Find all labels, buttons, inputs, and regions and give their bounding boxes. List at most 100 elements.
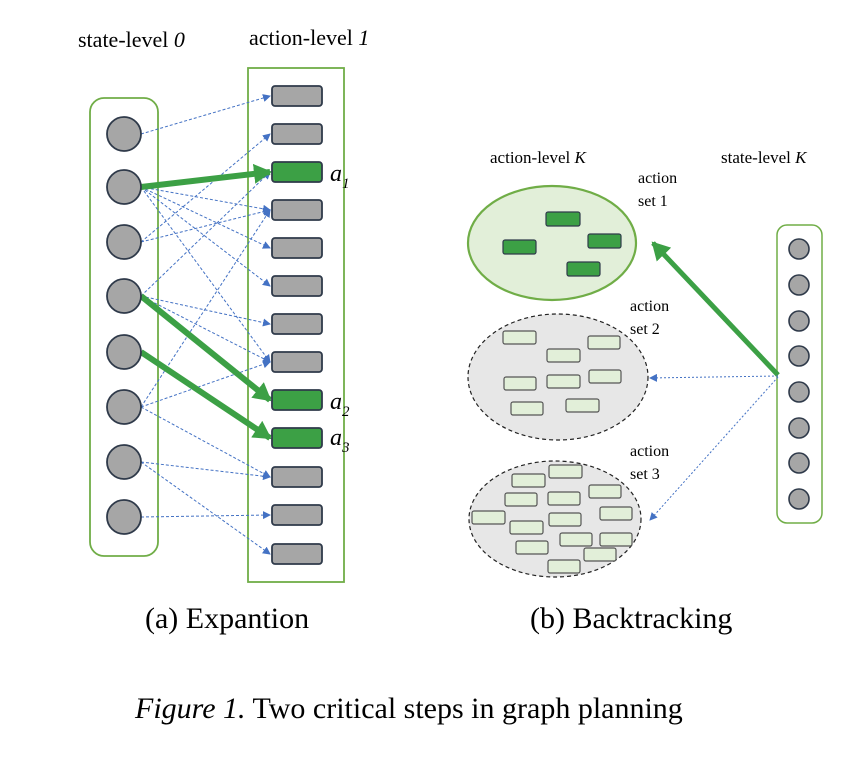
action-level-1-container [247,67,345,583]
candidate-edge [140,186,271,287]
panel-b-caption: (b) Backtracking [530,602,732,635]
backtrack-arrow-to-set-1 [651,241,780,377]
candidate-edge [140,461,271,555]
panel-b-state-level-label: state-level K [721,148,808,167]
state-node [788,488,810,510]
panel-a-expansion: state-level 0 action-level 1 a1 a2 a3 (a… [78,25,369,635]
candidate-edge [140,186,271,363]
action-node [502,330,537,345]
candidate-edge [140,295,271,363]
state-node [106,169,142,205]
state-node [106,444,142,480]
action-node [588,369,622,384]
action-node [588,484,622,499]
selected-action-node [271,161,323,183]
panel-b-action-level-label: action-level K [490,148,588,167]
action-node [271,313,323,335]
state-node [106,278,142,314]
action-node [548,464,583,479]
action-node [509,520,544,535]
selected-edge [139,293,272,403]
state-node [788,417,810,439]
candidate-edge [140,461,271,481]
state-node [106,499,142,535]
state-node [788,274,810,296]
action-node [565,398,600,413]
action-node [271,85,323,107]
action-node [599,532,633,547]
candidate-edge [140,209,271,408]
action-node [583,547,617,562]
selected-action-node [271,389,323,411]
backtrack-arrow-to-set-2 [649,373,779,382]
panel-a-action-level-label: action-level 1 [249,25,369,50]
action-node [546,374,581,389]
candidate-edge [140,207,271,243]
action-node [471,510,506,525]
action-set-2-actions [502,330,622,416]
selected-action-node [587,233,622,249]
state-node [788,452,810,474]
candidate-edge [140,186,271,249]
figure-caption: Figure 1. Two critical steps in graph pl… [134,692,683,725]
panel-a-selected-edges [139,163,272,441]
action-node [271,351,323,373]
action-node [504,492,538,507]
action-set-3-actions [471,464,633,574]
action-node [510,401,544,416]
action-set-3-label: action set 3 [630,443,673,483]
action-node [546,348,581,363]
panel-b-backtracking: action-level K state-level K action set … [466,148,823,635]
selected-action-node [545,211,581,227]
action-set-1-actions [502,211,622,277]
action-node [515,540,549,555]
action-node [547,559,581,574]
selected-action-node [502,239,537,255]
candidate-edge [140,406,271,478]
state-node [788,310,810,332]
candidate-edge [140,360,271,408]
state-level-k-container [776,224,823,524]
action-set-2-label: action set 2 [630,298,673,338]
action-label-a1: a1 [330,161,350,192]
selected-edge [139,349,272,441]
candidate-edge [140,186,271,213]
action-node [548,512,582,527]
action-node [587,335,621,350]
selected-edge [140,163,272,190]
state-node-column [106,116,142,535]
action-node [271,466,323,488]
panel-a-state-level-label: state-level 0 [78,27,185,52]
panel-a-caption: (a) Expantion [145,602,309,635]
action-node [271,123,323,145]
selected-action-node [566,261,601,277]
state-node [106,334,142,370]
action-node [271,237,323,259]
state-node [788,381,810,403]
state-level-k-nodes [788,238,810,510]
action-node [271,199,323,221]
action-node [547,491,581,506]
state-node [106,389,142,425]
action-node [271,275,323,297]
action-label-a3: a3 [330,425,350,456]
action-node [511,473,546,488]
state-node [788,345,810,367]
selected-action-node [271,427,323,449]
action-node [271,543,323,565]
action-node [271,504,323,526]
candidate-edge [140,94,271,135]
candidate-edge [140,511,271,520]
action-node [559,532,593,547]
action-node [599,506,633,521]
candidate-edge [140,133,271,243]
panel-a-dashed-edges [140,94,271,555]
action-node [503,376,537,391]
action-label-a2: a2 [330,389,350,420]
state-level-0-container [89,97,159,557]
candidate-edge [140,295,271,327]
state-node [106,116,142,152]
action-node-column [271,85,323,565]
state-node [788,238,810,260]
